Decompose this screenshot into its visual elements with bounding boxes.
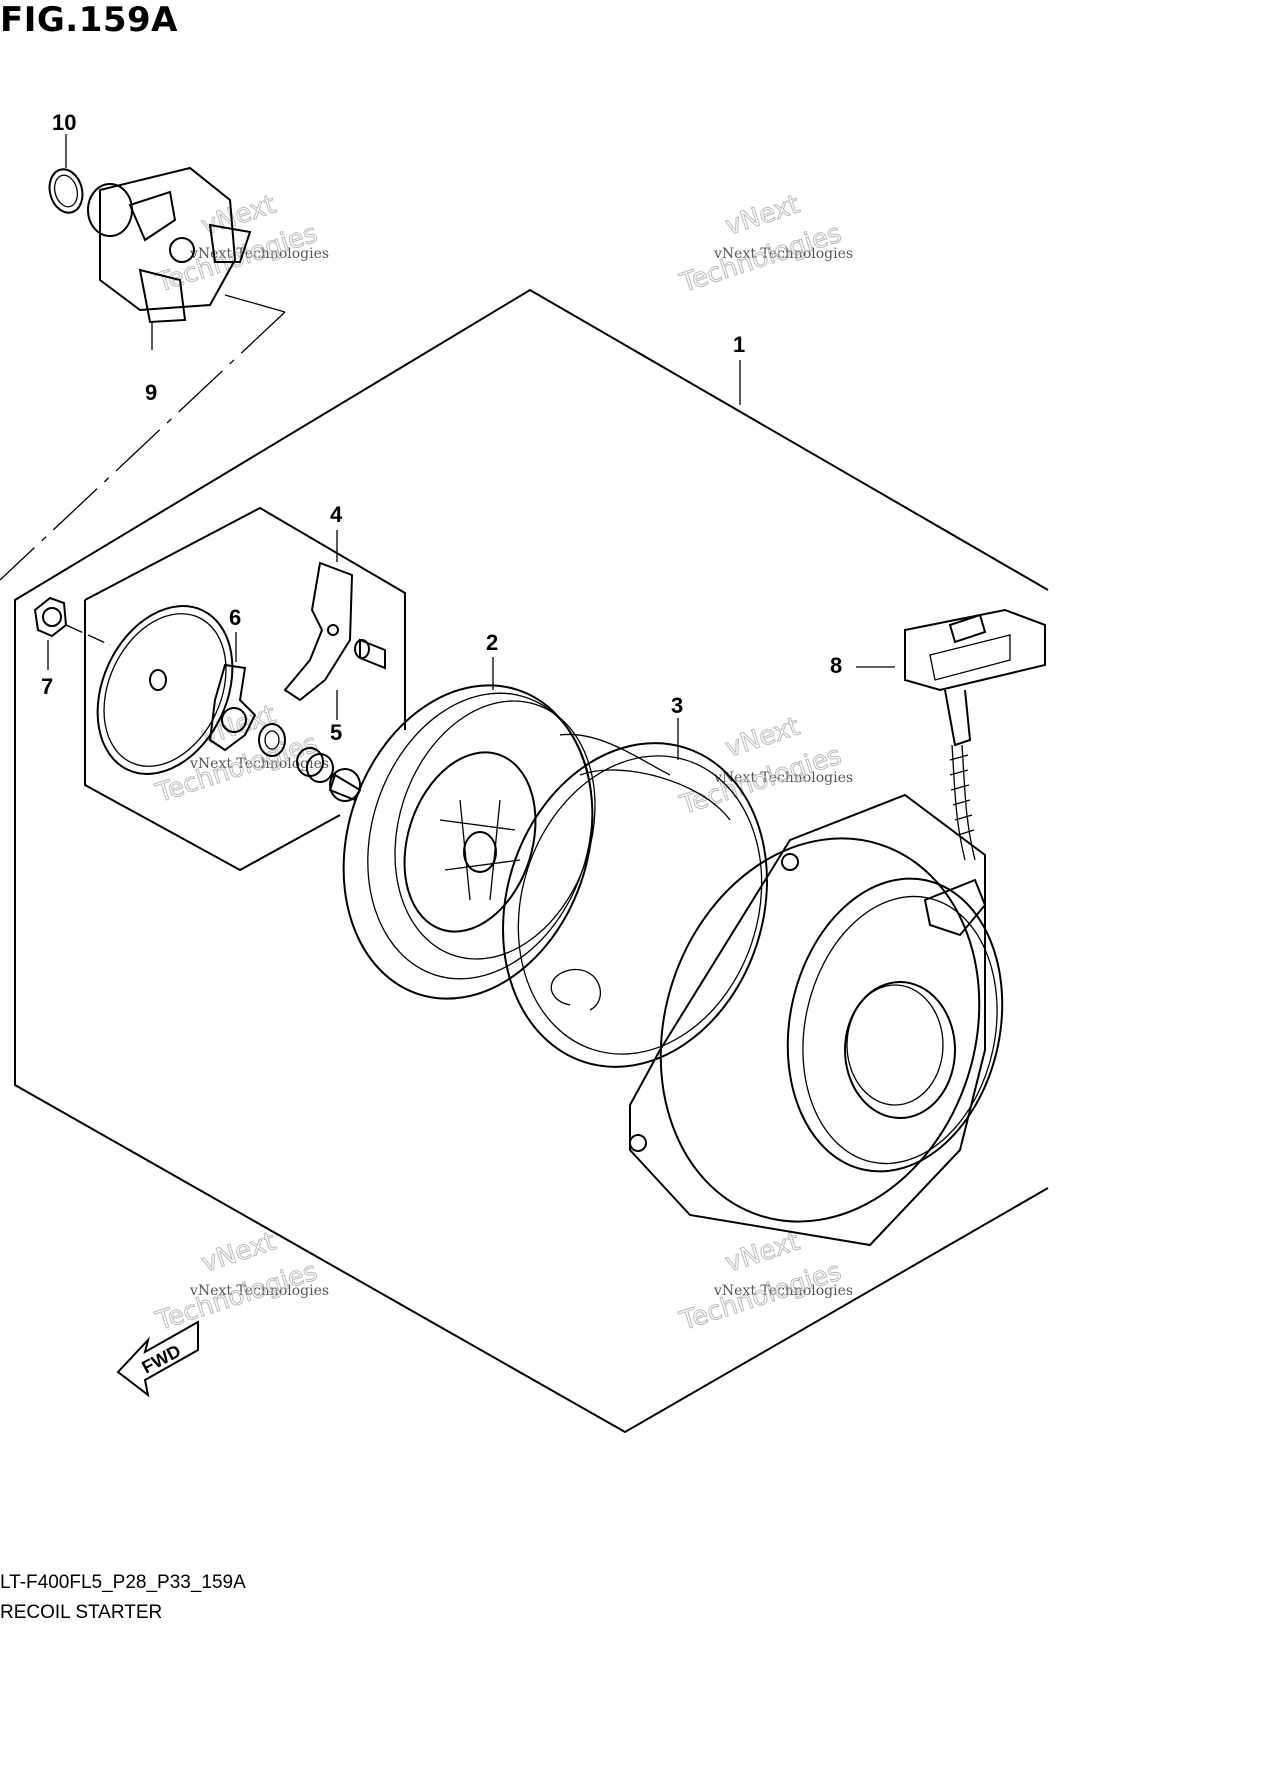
spring-washer-part bbox=[258, 723, 362, 802]
watermark-text: vNext Technologies bbox=[713, 1283, 853, 1299]
watermark-bottom-right: vNext Technologies vNext Technologies bbox=[675, 1226, 853, 1337]
leader-drive-cup-2 bbox=[224, 294, 286, 313]
callout-10: 10 bbox=[52, 110, 76, 135]
callout-8: 8 bbox=[830, 653, 842, 678]
leader-7b bbox=[65, 624, 111, 646]
starter-handle-part bbox=[904, 608, 1046, 861]
ratchet-pawl-part bbox=[283, 561, 354, 702]
watermark-top-right: vNext Technologies vNext Technologies bbox=[675, 189, 853, 299]
exploded-parts-diagram: vNext Technologies vNext Technologies vN… bbox=[0, 110, 1049, 1434]
pin-part bbox=[354, 638, 386, 670]
callout-5: 5 bbox=[330, 720, 342, 745]
watermark-top-left: vNext Technologies vNext Technologies bbox=[151, 189, 329, 299]
watermark-mid-right: vNext Technologies vNext Technologies bbox=[675, 711, 853, 821]
guide-plate-part bbox=[208, 663, 257, 752]
friction-plate-part bbox=[96, 605, 234, 775]
fwd-label: FWD bbox=[138, 1341, 184, 1378]
spiral-spring-part bbox=[502, 742, 768, 1068]
leader-drive-cup bbox=[0, 311, 286, 581]
callout-4: 4 bbox=[330, 502, 343, 527]
forward-direction-arrow: FWD bbox=[116, 1320, 199, 1398]
figure-code: LT-F400FL5_P28_P33_159A bbox=[0, 1572, 246, 1593]
figure-name: RECOIL STARTER bbox=[0, 1602, 163, 1623]
callout-1: 1 bbox=[733, 332, 745, 357]
watermark-mid-left: vNext Technologies vNext Technologies bbox=[151, 699, 329, 809]
watermark-text: vNext Technologies bbox=[713, 770, 853, 786]
watermark-text: vNext Technologies bbox=[713, 246, 853, 262]
watermark-text: vNext Technologies bbox=[189, 246, 329, 262]
callout-9: 9 bbox=[145, 380, 157, 405]
assembly-outline bbox=[14, 288, 1049, 1434]
watermark-text: vNext Technologies bbox=[189, 756, 329, 772]
callout-6: 6 bbox=[229, 605, 241, 630]
figure-title: FIG.159A bbox=[0, 0, 178, 40]
o-ring-part bbox=[48, 168, 84, 214]
callout-2: 2 bbox=[486, 630, 498, 655]
callout-3: 3 bbox=[671, 693, 683, 718]
drive-cup-part bbox=[87, 166, 252, 324]
nut-part bbox=[33, 596, 68, 638]
watermark-bottom-left: vNext Technologies vNext Technologies bbox=[151, 1226, 329, 1337]
callout-7: 7 bbox=[41, 674, 53, 699]
starter-housing-part bbox=[629, 793, 1004, 1247]
subassembly-outline bbox=[84, 506, 406, 872]
watermark-text: vNext Technologies bbox=[189, 1283, 329, 1299]
recoil-reel-part bbox=[342, 684, 671, 1000]
